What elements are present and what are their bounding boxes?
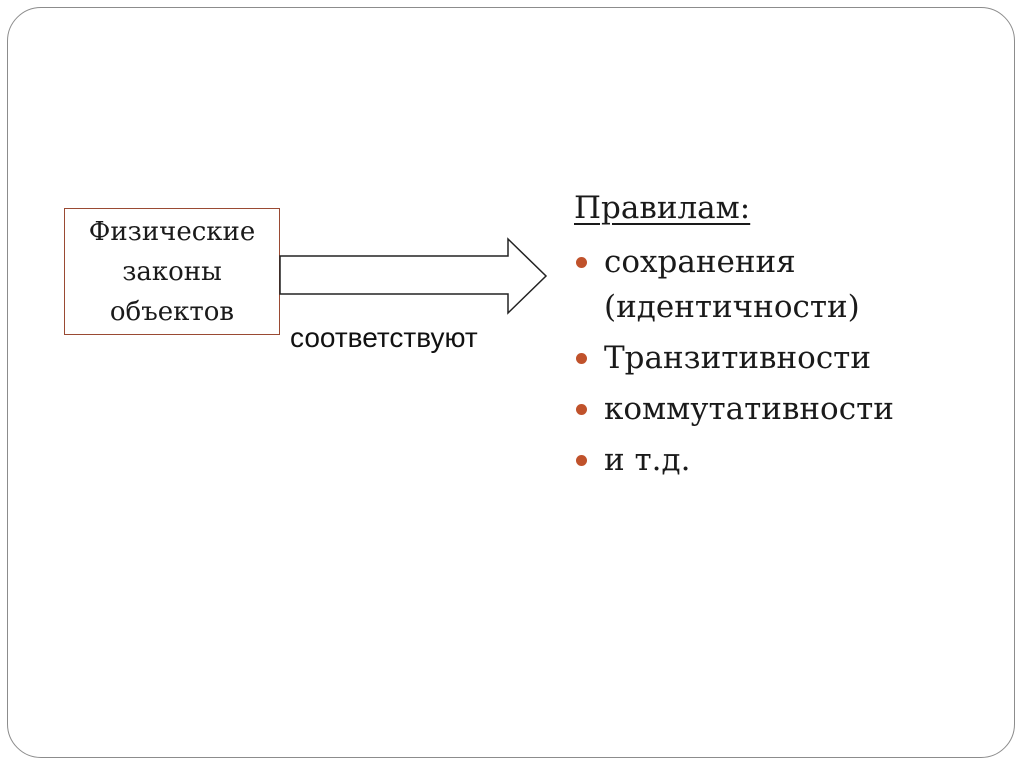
rule-item: и т.д. <box>574 438 994 483</box>
source-box-line-1: Физические <box>88 216 256 247</box>
rule-item-text: сохранения (идентичности) <box>604 244 860 325</box>
bullet-dot-icon <box>576 404 587 415</box>
rules-list: сохранения (идентичности) Транзитивности… <box>574 240 994 489</box>
rule-item: сохранения (идентичности) <box>574 240 994 330</box>
source-box-line-2: законы <box>122 256 222 287</box>
slide-frame <box>7 7 1015 758</box>
rule-item-text: коммутативности <box>604 391 894 427</box>
rule-item-text: и т.д. <box>604 442 691 478</box>
bullet-dot-icon <box>576 455 587 466</box>
right-arrow-connector <box>279 237 548 315</box>
rule-item: Транзитивности <box>574 336 994 381</box>
rule-item: коммутативности <box>574 387 994 432</box>
rules-heading: Правилам: <box>574 190 751 226</box>
arrow-caption: соответствуют <box>290 322 478 353</box>
source-box: Физические законы объектов <box>64 208 280 335</box>
source-box-line-3: объектов <box>109 296 235 327</box>
rule-item-text: Транзитивности <box>604 340 871 376</box>
bullet-dot-icon <box>576 353 587 364</box>
bullet-dot-icon <box>576 257 587 268</box>
arrow-shape <box>279 237 548 315</box>
